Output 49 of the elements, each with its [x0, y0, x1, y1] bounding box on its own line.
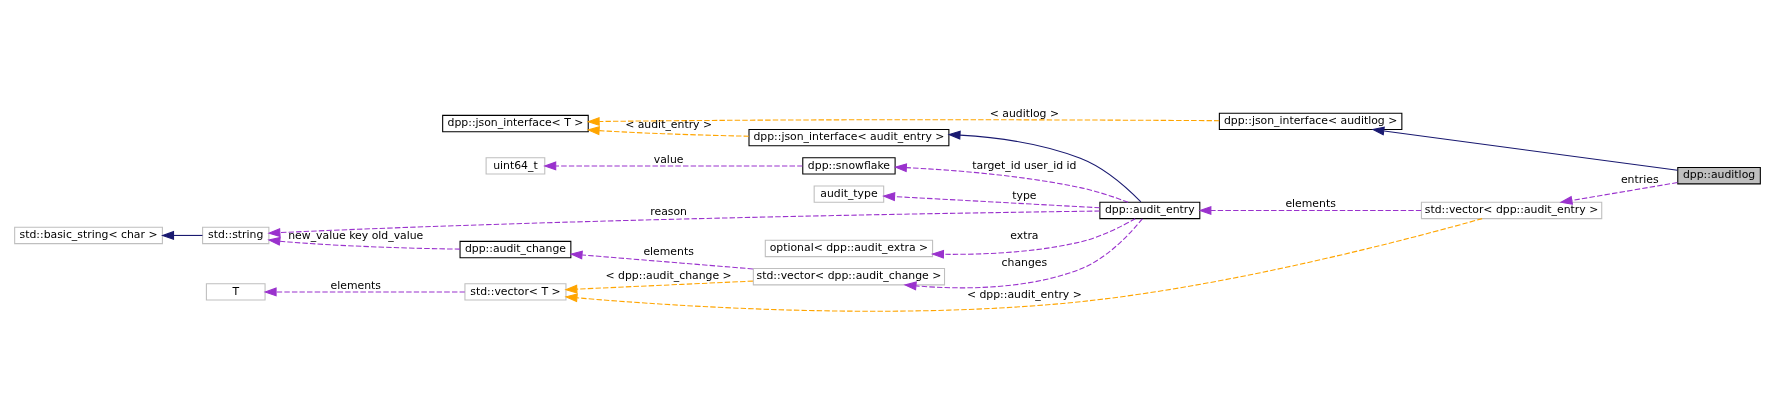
arrow [586, 116, 1220, 127]
arrow [263, 287, 466, 297]
arrow [586, 126, 750, 137]
node-box: uint64_t [485, 157, 546, 175]
arrow [569, 250, 754, 270]
edge-label: < audit_entry > [625, 117, 713, 131]
edge-label: new_value key old_value [288, 228, 424, 242]
node-box: audit_type [813, 185, 885, 203]
edge-label: elements [330, 278, 381, 292]
node-box: std::string [202, 226, 270, 245]
arrow [1198, 205, 1422, 216]
edge-label: extra [1010, 228, 1039, 242]
arrow [267, 236, 461, 250]
edge-label: reason [650, 204, 687, 218]
node-box: dpp::auditlog [1677, 167, 1761, 185]
edge-label: < auditlog > [989, 107, 1060, 121]
edge-label: changes [1001, 255, 1048, 269]
arrow [1559, 182, 1678, 205]
arrow [882, 192, 1101, 209]
arrow [161, 230, 203, 240]
node-box: std::vector< dpp::audit_change > [752, 268, 946, 286]
node-box: std::vector< T > [464, 283, 567, 301]
arrow [903, 218, 1143, 291]
arrow [543, 161, 804, 171]
arrow [564, 280, 754, 294]
arrow [1371, 126, 1679, 171]
edge-label: entries [1620, 173, 1659, 187]
arrow [947, 130, 1142, 203]
node-box: std::vector< dpp::audit_entry > [1420, 201, 1603, 220]
edge-label: type [1012, 188, 1037, 202]
node-box: dpp::audit_change [459, 240, 572, 259]
node-box: dpp::audit_entry [1099, 201, 1201, 220]
node-box: T [205, 283, 266, 301]
edge-label: target_id user_id id [972, 159, 1077, 173]
edge-label: elements [1285, 197, 1336, 211]
node-box: optional< dpp::audit_extra > [764, 239, 934, 258]
arrow [564, 218, 1483, 312]
arrow [930, 218, 1136, 259]
edge-label: < dpp::audit_entry > [966, 288, 1082, 302]
node-box: dpp::snowflake [802, 157, 896, 175]
arrow [893, 163, 1129, 203]
node-box: dpp::json_interface< T > [442, 114, 589, 133]
edge-label: < dpp::audit_change > [605, 268, 732, 282]
node-box: std::basic_string< char > [14, 226, 163, 245]
node-box: dpp::json_interface< audit_entry > [748, 129, 950, 147]
node-box: dpp::json_interface< auditlog > [1218, 112, 1403, 131]
arrow [267, 210, 1101, 238]
edge-label: elements [643, 244, 694, 258]
edge-label: value [653, 152, 684, 166]
